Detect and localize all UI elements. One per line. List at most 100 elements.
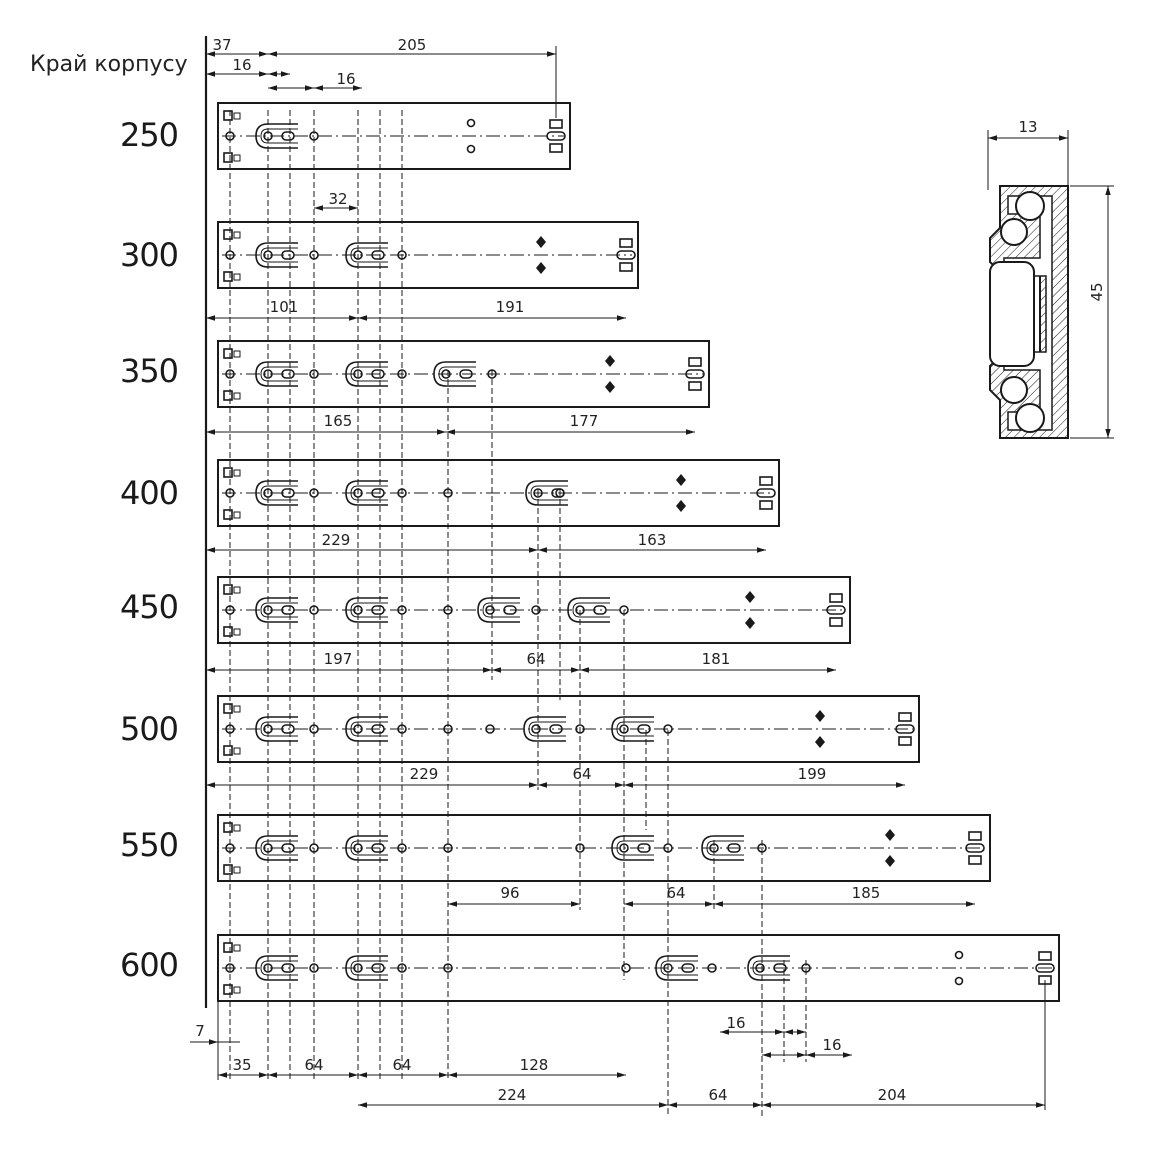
slot — [611, 716, 654, 742]
slot-hole — [441, 369, 451, 379]
fix-diamond — [885, 829, 895, 841]
slot-inner — [260, 128, 298, 144]
slot-inner — [438, 366, 476, 382]
mount-square-small — [233, 586, 241, 594]
slot-inner — [350, 960, 388, 976]
end-slot — [688, 357, 702, 367]
slot — [523, 716, 566, 742]
slot-hole — [485, 605, 495, 615]
slot-inner — [350, 485, 388, 501]
slot-outer — [345, 955, 388, 981]
slot-inner — [616, 721, 654, 737]
slot-hole — [353, 369, 363, 379]
rail-500 — [217, 695, 920, 763]
dim-350-165: 165 — [324, 412, 353, 430]
slot-inner — [260, 485, 298, 501]
slot-inner — [350, 247, 388, 263]
mount-square-small — [233, 628, 241, 636]
dim-bottom-64a: 64 — [304, 1056, 323, 1074]
dim-bottom-128: 128 — [520, 1056, 549, 1074]
fix-hole — [954, 976, 964, 986]
slot-oval — [371, 488, 385, 498]
mount-square — [223, 390, 233, 401]
slot-inner — [616, 840, 654, 856]
slot-outer — [611, 835, 654, 861]
slot-hole — [353, 963, 363, 973]
mount-square — [223, 703, 233, 714]
size-label-300: 300 — [119, 236, 179, 274]
slot-oval — [593, 605, 607, 615]
mount-square-small — [233, 705, 241, 713]
slot-outer — [523, 716, 566, 742]
rail-hole — [397, 963, 407, 973]
mount-square-small — [233, 392, 241, 400]
mount-square-small — [233, 112, 241, 120]
slot — [345, 361, 388, 387]
dim-bottom-16a: 16 — [726, 1014, 745, 1032]
slot-oval — [503, 605, 517, 615]
end-slot — [898, 712, 912, 722]
slot-outer — [345, 835, 388, 861]
slot-oval — [371, 843, 385, 853]
mount-square-small — [233, 747, 241, 755]
projection-lines — [229, 110, 807, 1116]
rail-hole — [309, 369, 319, 379]
slot-inner — [350, 602, 388, 618]
dim-500-199: 199 — [798, 765, 827, 783]
slot-oval — [459, 369, 473, 379]
end-slot — [549, 119, 563, 129]
dim-500-64: 64 — [572, 765, 591, 783]
slot-outer — [525, 480, 568, 506]
slot-oval — [773, 963, 787, 973]
profile-slider — [989, 261, 1035, 367]
mount-square — [223, 229, 233, 240]
dim-bottom-64c: 64 — [708, 1086, 727, 1104]
slot-outer — [345, 597, 388, 623]
mount-hole — [225, 963, 235, 973]
mount-square-small — [233, 154, 241, 162]
slot-oval — [727, 843, 741, 853]
dim-profile-45: 45 — [1088, 282, 1106, 301]
slot-outer — [477, 597, 520, 623]
slot-outer — [611, 716, 654, 742]
dim-bottom-204: 204 — [878, 1086, 907, 1104]
dim-500-229: 229 — [410, 765, 439, 783]
rail-600 — [217, 934, 1060, 1002]
rail-400 — [217, 459, 780, 527]
fix-diamond — [676, 474, 686, 486]
slot — [255, 361, 298, 387]
slot-oval — [281, 250, 295, 260]
size-label-250: 250 — [119, 116, 179, 154]
dim-bottom-35: 35 — [232, 1056, 251, 1074]
rail-350 — [217, 340, 710, 408]
slot-oval — [281, 605, 295, 615]
size-label-600: 600 — [119, 946, 179, 984]
slot-oval — [281, 843, 295, 853]
slot-outer — [345, 242, 388, 268]
dim-400-229: 229 — [322, 531, 351, 549]
size-label-400: 400 — [119, 474, 179, 512]
mount-square — [223, 822, 233, 833]
dim-300-32: 32 — [328, 190, 347, 208]
slot-outer — [255, 955, 298, 981]
fix-hole — [466, 118, 476, 128]
slot-outer — [255, 835, 298, 861]
size-label-550: 550 — [119, 826, 179, 864]
slot-oval — [371, 963, 385, 973]
slot-inner — [706, 840, 744, 856]
dim-bottom-224: 224 — [498, 1086, 527, 1104]
ball-2 — [1000, 218, 1028, 246]
slot-outer — [567, 597, 610, 623]
mount-square — [223, 864, 233, 875]
fix-diamond — [745, 591, 755, 603]
slot-outer — [433, 361, 476, 387]
slot — [255, 835, 298, 861]
dim-profile-13: 13 — [1018, 118, 1037, 136]
slot-hole — [263, 963, 273, 973]
end-oval — [1035, 963, 1055, 973]
mount-square-small — [233, 986, 241, 994]
mount-square — [223, 745, 233, 756]
mount-square-small — [233, 231, 241, 239]
fix-hole — [954, 950, 964, 960]
slot — [345, 835, 388, 861]
